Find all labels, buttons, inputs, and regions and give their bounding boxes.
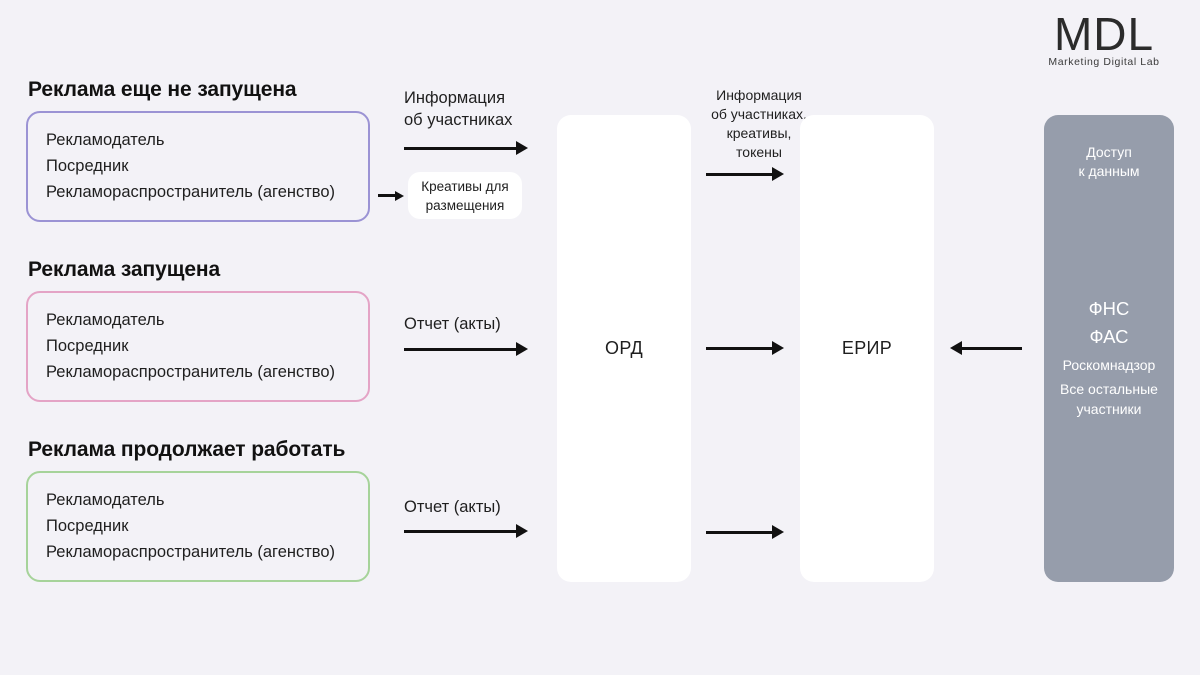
arrow-head	[772, 167, 784, 181]
arrow-shaft	[404, 347, 516, 351]
party-box-not-launched: Рекламодатель Посредник Рекламораспростр…	[26, 111, 370, 222]
arrow-head	[516, 141, 528, 155]
flow-label-report-launched: Отчет (акты)	[404, 315, 501, 333]
logo-tagline: Marketing Digital Lab	[1048, 56, 1160, 68]
stage-not-launched: Реклама еще не запущена Рекламодатель По…	[26, 78, 370, 222]
system-ord-label: ОРД	[605, 338, 643, 358]
arrow-report-running	[404, 524, 528, 538]
authority-entry-fns: ФНС	[1088, 298, 1130, 319]
stage-still-running: Реклама продолжает работать Рекламодател…	[26, 438, 370, 582]
arrow-shaft	[404, 529, 516, 533]
stage-launched: Реклама запущена Рекламодатель Посредник…	[26, 258, 370, 402]
arrow-shaft	[378, 194, 395, 197]
party-line: Рекламораспространитель (агенство)	[46, 183, 336, 201]
system-ord: ОРД	[557, 115, 691, 582]
arrow-shaft	[706, 346, 772, 350]
party-line: Посредник	[46, 157, 129, 175]
arrow-ord-to-erir-middle	[706, 341, 784, 355]
party-line: Рекламодатель	[46, 131, 165, 149]
arrow-shaft	[962, 346, 1022, 350]
arrow-ord-to-erir-bottom	[706, 525, 784, 539]
flow-label-report-running: Отчет (акты)	[404, 498, 501, 516]
party-line: Рекламораспространитель (агенство)	[46, 363, 336, 381]
party-box-still-running: Рекламодатель Посредник Рекламораспростр…	[26, 471, 370, 582]
arrow-head	[395, 190, 404, 201]
party-line: Рекламодатель	[46, 311, 165, 329]
arrow-participants-info	[404, 141, 528, 155]
system-erir: ЕРИР	[800, 115, 934, 582]
arrow-head	[516, 342, 528, 356]
arrow-shaft	[706, 172, 772, 176]
party-line: Рекламораспространитель (агенство)	[46, 543, 336, 561]
arrow-report-launched	[404, 342, 528, 356]
party-line: Посредник	[46, 337, 129, 355]
stage-title-still-running: Реклама продолжает работать	[28, 438, 346, 461]
arrow-head	[772, 525, 784, 539]
authority-entry-fas: ФАС	[1089, 326, 1129, 347]
arrow-head	[950, 341, 962, 355]
arrow-authority-to-erir	[950, 341, 1022, 355]
mdl-logo: MDL Marketing Digital Lab	[1024, 10, 1184, 69]
party-box-launched: Рекламодатель Посредник Рекламораспростр…	[26, 291, 370, 402]
arrow-ord-to-erir-top	[706, 167, 784, 181]
arrow-to-creatives-pill	[378, 190, 404, 201]
stage-title-not-launched: Реклама еще не запущена	[28, 78, 297, 101]
system-erir-label: ЕРИР	[841, 338, 893, 358]
party-line: Посредник	[46, 517, 129, 535]
arrow-head	[516, 524, 528, 538]
party-line: Рекламодатель	[46, 491, 165, 509]
arrow-head	[772, 341, 784, 355]
arrow-shaft	[706, 530, 772, 534]
stage-title-launched: Реклама запущена	[28, 258, 221, 281]
logo-mark: MDL	[1053, 8, 1155, 60]
authority-entry-rkn: Роскомнадзор	[1062, 357, 1156, 373]
arrow-shaft	[404, 146, 516, 150]
